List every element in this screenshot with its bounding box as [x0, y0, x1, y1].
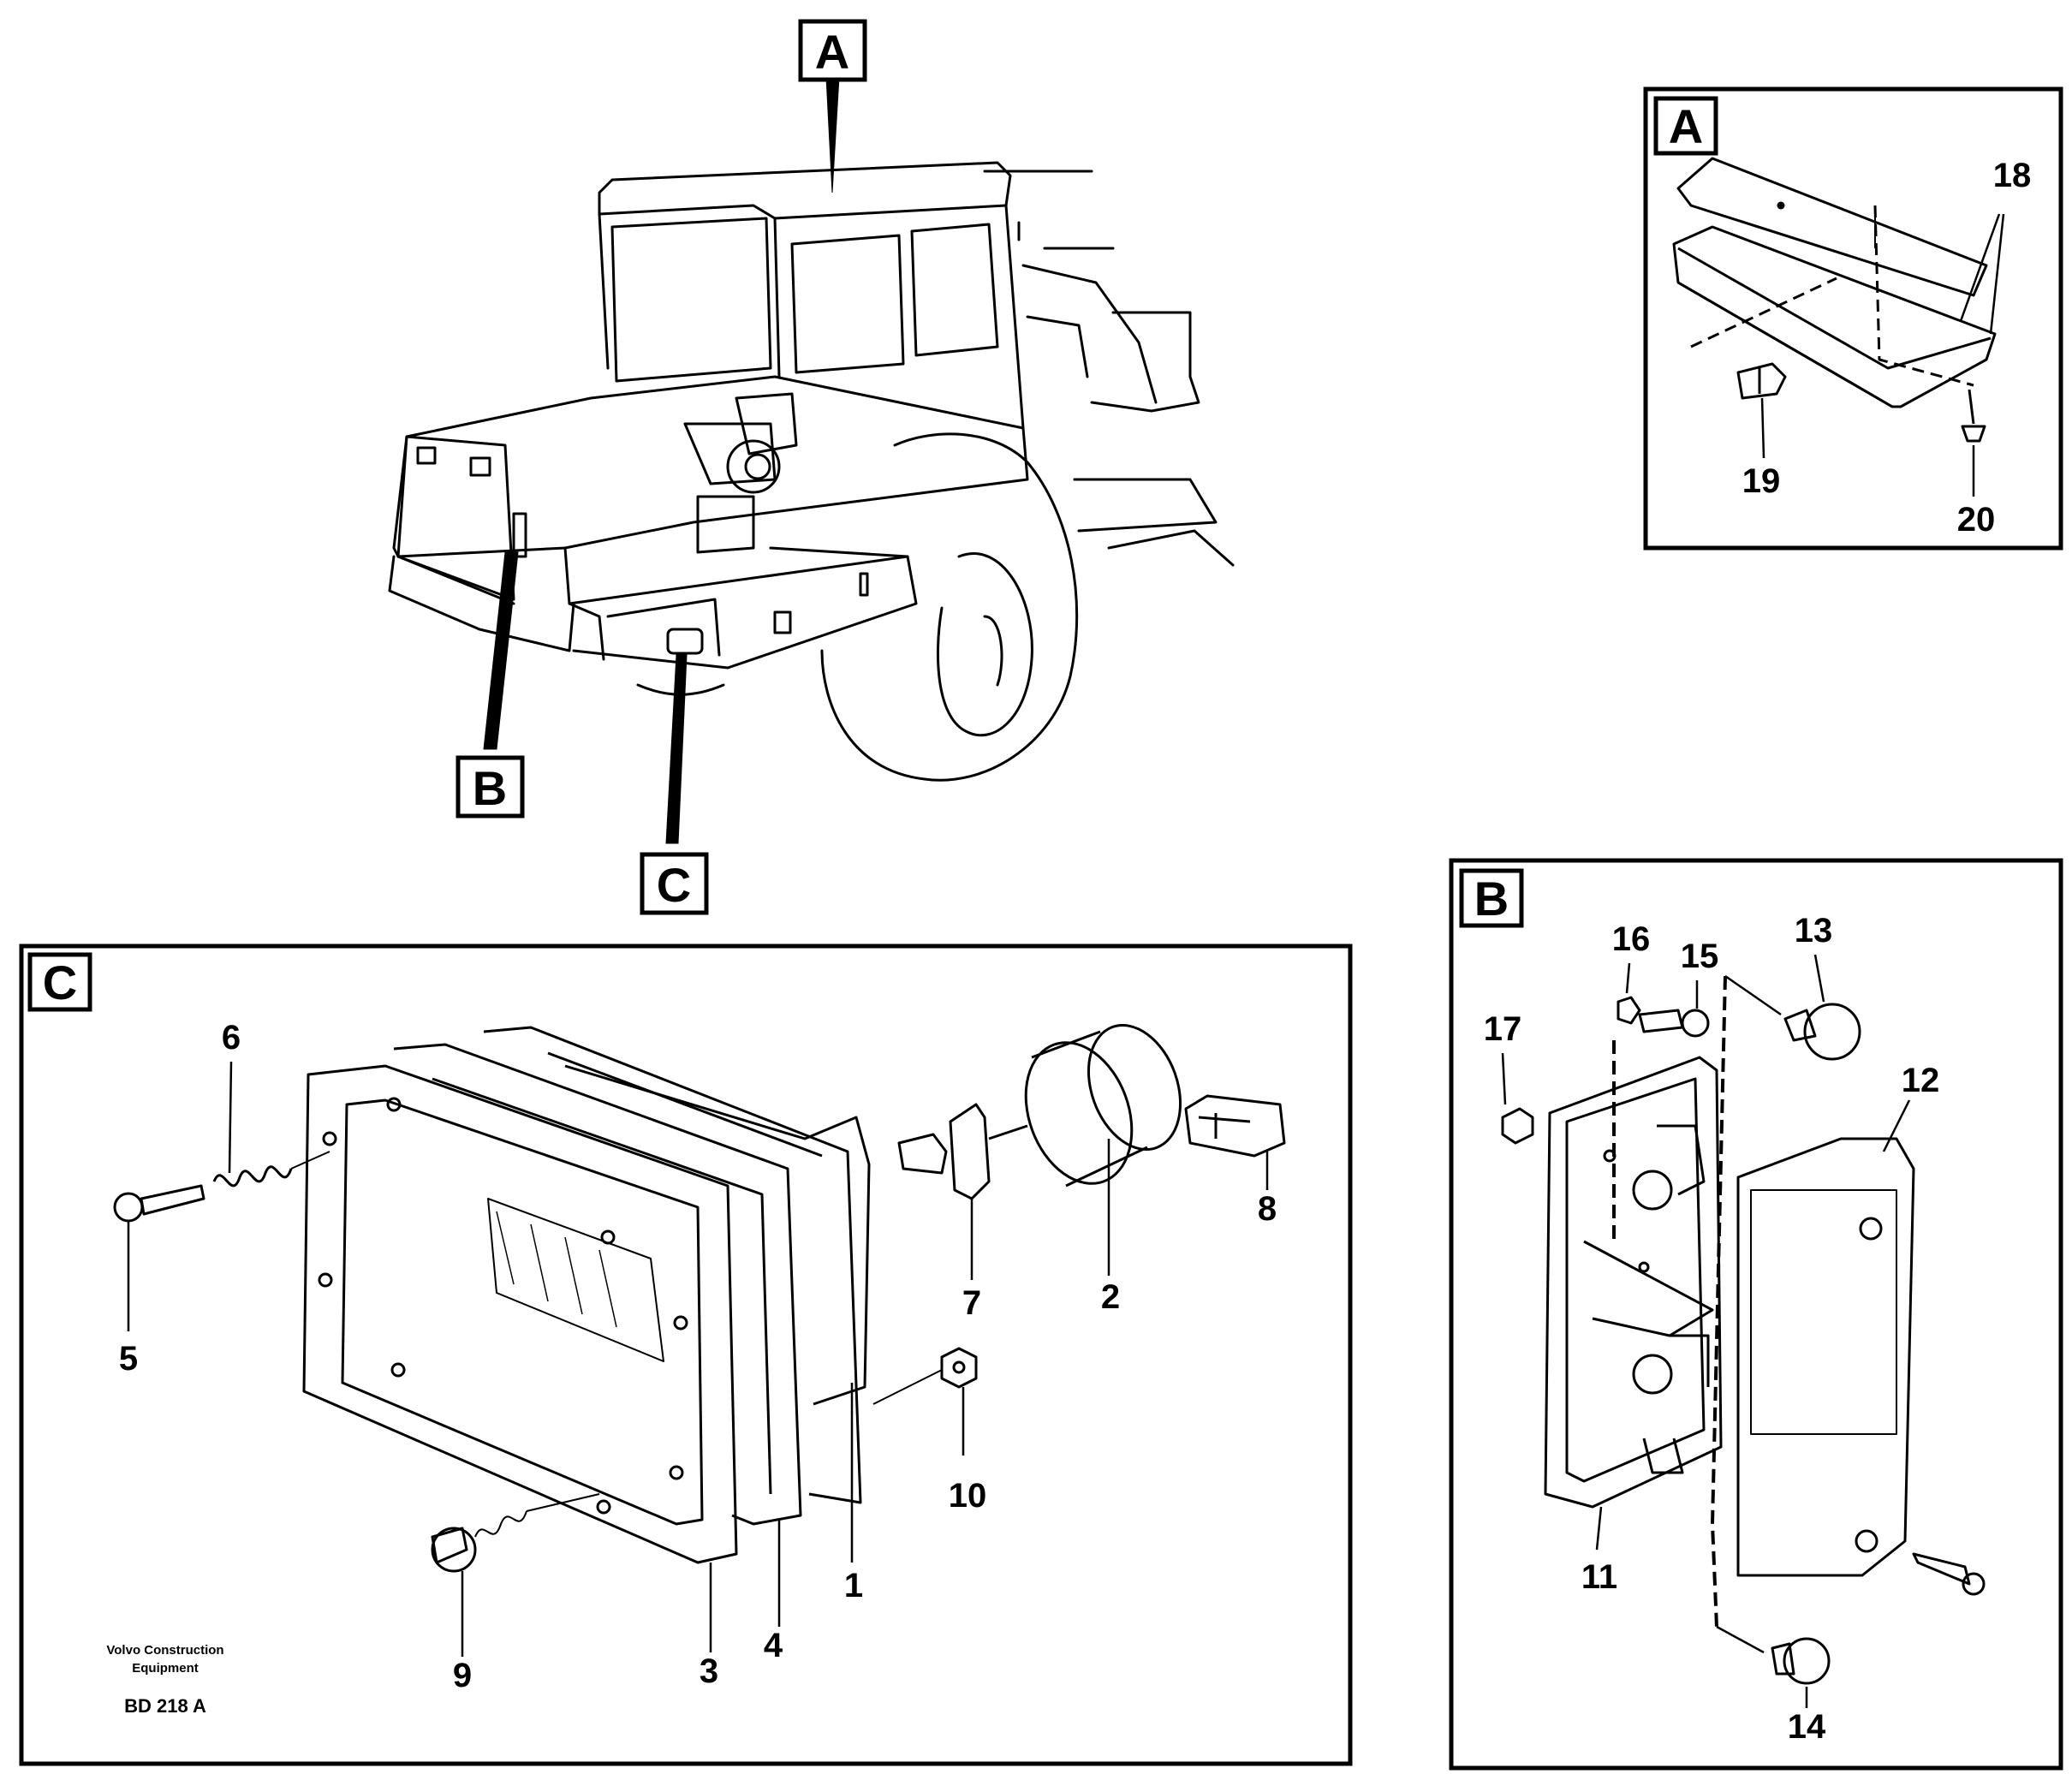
part-label-9: 9: [453, 1657, 472, 1694]
leader-c: [665, 654, 688, 844]
callout-c-main: C: [640, 852, 709, 915]
detail-b-tag: B: [1474, 872, 1509, 926]
part-label-2: 2: [1101, 1278, 1120, 1316]
part-label-5: 5: [119, 1340, 138, 1378]
headlamp-drawing: [113, 1023, 1286, 1657]
side-lamp-drawing: [1501, 954, 1986, 1708]
part-label-15: 15: [1681, 938, 1719, 975]
part-label-14: 14: [1788, 1708, 1826, 1746]
callout-b-main-label: B: [473, 761, 507, 815]
part-label-18: 18: [1993, 157, 2032, 194]
callout-c-main-label: C: [657, 858, 691, 912]
detail-c-tag: C: [43, 955, 77, 1009]
part-label-16: 16: [1612, 920, 1651, 958]
part-label-1: 1: [844, 1567, 863, 1604]
leader-a: [825, 76, 840, 193]
detail-b-panel: B: [1449, 858, 2063, 1771]
manufacturer-line-1: Volvo Construction: [106, 1643, 223, 1658]
part-label-4: 4: [764, 1627, 783, 1664]
part-label-19: 19: [1742, 462, 1781, 500]
part-label-10: 10: [949, 1477, 987, 1515]
callout-a-main: A: [798, 19, 867, 82]
drawing-code: BD 218 A: [124, 1695, 206, 1717]
part-label-17: 17: [1484, 1010, 1522, 1048]
machine-illustration: [388, 161, 1235, 782]
part-label-7: 7: [962, 1284, 981, 1322]
part-label-20: 20: [1957, 501, 1996, 539]
part-label-12: 12: [1902, 1062, 1940, 1099]
leader-b: [483, 551, 519, 750]
part-label-13: 13: [1795, 912, 1833, 950]
part-label-11: 11: [1581, 1558, 1617, 1596]
roof-lamp-drawing: [1672, 157, 2005, 497]
callout-a-main-label: A: [815, 25, 849, 79]
detail-c-panel: C: [19, 944, 1353, 1766]
detail-a-panel: A 18 19 20: [1643, 86, 2063, 551]
part-label-3: 3: [700, 1652, 718, 1690]
part-label-8: 8: [1258, 1190, 1277, 1228]
detail-a-tag: A: [1669, 99, 1703, 153]
part-label-6: 6: [222, 1019, 241, 1057]
manufacturer-line-2: Equipment: [132, 1661, 199, 1676]
main-leaders: [483, 76, 840, 844]
callout-b-main: B: [455, 755, 525, 819]
